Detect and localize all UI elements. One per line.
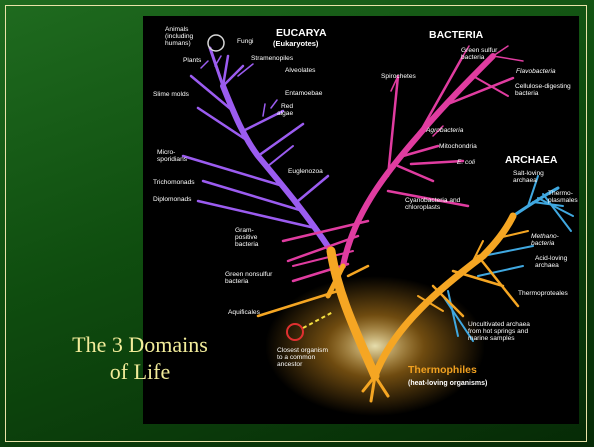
label-closest-organism: Closest organism — [277, 347, 328, 354]
label-cellulose-2: bacteria — [515, 90, 539, 97]
label-mitochondria: Mitochondria — [439, 143, 477, 150]
label-animals: Animals — [165, 26, 189, 33]
label-methanobacteria-2: bacteria — [531, 240, 555, 247]
label-slime-molds: Slime molds — [153, 91, 190, 98]
label-thermoplasmales: Thermo- — [548, 190, 573, 197]
label-acid-loving: Acid-loving — [535, 255, 568, 262]
bacteria-branches — [283, 46, 523, 281]
label-fungi: Fungi — [237, 38, 254, 45]
label-spirochetes: Spirochetes — [381, 73, 417, 80]
label-salt-loving-2: archaea — [513, 177, 537, 184]
slide-title: The 3 Domains of Life — [40, 331, 240, 385]
label-uncultivated-3: marine samples — [468, 335, 515, 342]
label-green-sulfur-2: bacteria — [461, 54, 485, 61]
label-cyanobacteria: Cyanobacteria and — [405, 197, 461, 204]
bacteria-title: BACTERIA — [429, 29, 484, 41]
label-gram-positive: Gram- — [235, 227, 254, 234]
label-trichomonads: Trichomonads — [153, 179, 195, 186]
label-entamoebae: Entamoebae — [285, 90, 323, 97]
label-uncultivated: Uncultivated archaea — [468, 321, 530, 328]
label-euglenozoa: Euglenozoa — [288, 168, 323, 175]
eucarya-subtitle: (Eukaryotes) — [273, 39, 319, 48]
label-gram-positive-2: positive — [235, 234, 258, 241]
root-glow — [265, 276, 485, 416]
label-thermoproteales: Thermoproteales — [518, 290, 569, 297]
label-uncultivated-2: from hot springs and — [468, 328, 528, 335]
label-animals-2: (including — [165, 33, 194, 40]
label-alveolates: Alveolates — [285, 67, 316, 74]
label-salt-loving: Salt-loving — [513, 170, 544, 177]
label-acid-loving-2: archaea — [535, 262, 559, 269]
slide-title-line-1: The 3 Domains — [40, 331, 240, 358]
label-microsporidians: Micro- — [157, 149, 175, 156]
label-aquificales: Aquificales — [228, 309, 261, 316]
label-thermophiles: Thermophiles — [408, 364, 477, 376]
label-flavobacteria: Flavobacteria — [516, 68, 556, 75]
label-cyanobacteria-2: chloroplasts — [405, 204, 441, 211]
label-red-algae-2: algae — [277, 110, 293, 117]
eucarya-branches — [183, 48, 331, 251]
label-cellulose: Cellulose-digesting — [515, 83, 571, 90]
label-gram-positive-3: bacteria — [235, 241, 259, 248]
label-green-nonsulfur: Green nonsulfur — [225, 271, 273, 278]
label-closest-organism-2: to a common — [277, 354, 315, 361]
label-red-algae: Red — [281, 103, 293, 110]
animals-highlight-circle — [208, 35, 224, 51]
label-plants: Plants — [183, 57, 202, 64]
label-diplomonads: Diplomonads — [153, 196, 192, 203]
archaea-title: ARCHAEA — [505, 154, 558, 166]
label-stramenopiles: Stramenopiles — [251, 55, 294, 62]
label-ecoli: E. coli — [457, 159, 475, 166]
label-methanobacteria: Methano- — [531, 233, 560, 240]
label-agrobacteria: Agrobacteria — [425, 127, 464, 134]
label-green-nonsulfur-2: bacteria — [225, 278, 249, 285]
label-microsporidians-2: sporidians — [157, 156, 188, 163]
slide-title-line-2: of Life — [40, 358, 240, 385]
label-thermoplasmales-2: plasmales — [548, 197, 578, 204]
label-green-sulfur: Green sulfur — [461, 47, 498, 54]
eucarya-title: EUCARYA — [276, 27, 327, 39]
label-closest-organism-3: ancestor — [277, 361, 303, 368]
label-thermophiles-sub: (heat-loving organisms) — [408, 380, 487, 387]
label-animals-3: humans) — [165, 40, 191, 47]
